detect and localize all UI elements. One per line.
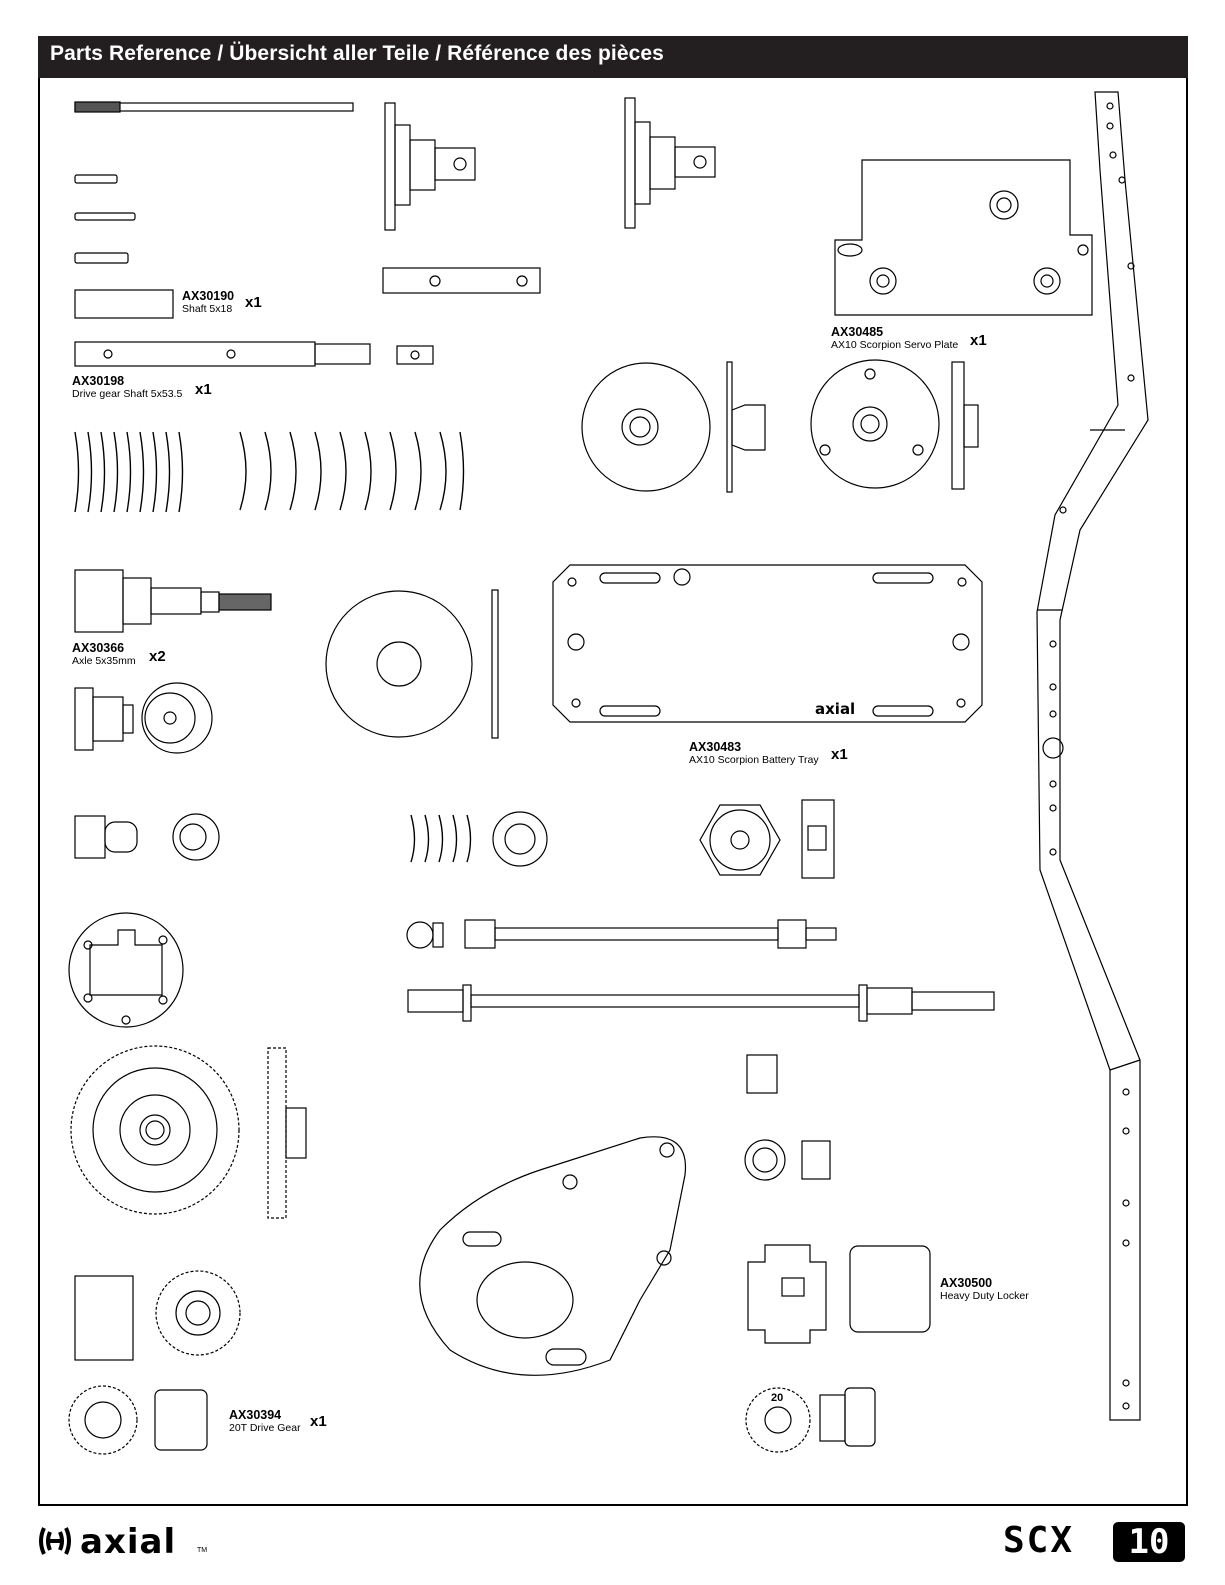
locker-drawing (748, 1245, 930, 1343)
drive-gear-20t-drawing (69, 1386, 207, 1454)
battery-tray-logo: axial (815, 700, 855, 718)
part-description: Shaft 5x18 (182, 304, 234, 316)
motor-plate-drawing (420, 1137, 686, 1376)
spring-drawing-1 (75, 432, 183, 512)
part-qty: x1 (245, 294, 262, 311)
outdrive-cup-drawing (75, 816, 137, 858)
drive-gear-shaft-drawing (75, 342, 370, 366)
pin-drawing (75, 253, 128, 263)
part-number: AX30366 (72, 642, 136, 656)
part-label-ax30198: AX30198 Drive gear Shaft 5x53.5 (72, 375, 182, 400)
outdrive-drawing-1 (385, 103, 475, 230)
bushing-drawing (493, 812, 547, 866)
spool-side-drawing (802, 800, 834, 878)
driveshaft-drawing-1 (407, 920, 836, 948)
footer-brand: axial (80, 1522, 176, 1562)
part-description: 20T Drive Gear (229, 1423, 301, 1435)
pinion-20-drawing (746, 1388, 875, 1452)
part-description: AX10 Scorpion Servo Plate (831, 340, 958, 352)
outdrive-drawing-2 (625, 98, 715, 228)
part-description: Axle 5x35mm (72, 656, 136, 668)
trademark: TM (197, 1547, 207, 1554)
threaded-shaft-drawing (75, 102, 353, 112)
diff-cup-drawing (75, 688, 133, 750)
model-number: 10 (1129, 1522, 1170, 1562)
part-label-ax30483: AX30483 AX10 Scorpion Battery Tray (689, 741, 819, 766)
part-qty: x1 (831, 746, 848, 763)
part-description: Heavy Duty Locker (940, 1291, 1029, 1303)
driveshaft-drawing-2 (408, 985, 994, 1021)
model-prefix: SCX (1003, 1520, 1074, 1561)
small-block-drawing (397, 346, 433, 364)
pin-drawing (75, 175, 117, 183)
hex-spool-drawing (700, 805, 780, 875)
washer-drawing (326, 591, 472, 737)
part-number: AX30190 (182, 290, 234, 304)
shaft-5x18-drawing (75, 290, 173, 318)
part-number: AX30483 (689, 741, 819, 755)
part-label-ax30190: AX30190 Shaft 5x18 (182, 290, 234, 315)
battery-tray-drawing (553, 565, 982, 722)
sleeve-drawing (802, 1141, 830, 1179)
part-qty: x2 (149, 648, 166, 665)
part-description: AX10 Scorpion Battery Tray (689, 755, 819, 767)
servo-plate-drawing (835, 160, 1092, 315)
ring-gear-side-drawing (268, 1048, 306, 1218)
model-number-badge: 10 (1113, 1522, 1185, 1562)
part-label-ax30394: AX30394 20T Drive Gear (229, 1409, 301, 1434)
bevel-gear-drawing (75, 1271, 240, 1360)
axle-drawing (75, 570, 271, 632)
slipper-plate-drawing (811, 360, 978, 489)
part-qty: x1 (310, 1413, 327, 1430)
axial-logo-icon (36, 1522, 74, 1560)
part-label-ax30366: AX30366 Axle 5x35mm (72, 642, 136, 667)
part-description: Drive gear Shaft 5x53.5 (72, 389, 182, 401)
part-label-ax30485: AX30485 AX10 Scorpion Servo Plate (831, 326, 958, 351)
ring-gear-drawing (71, 1046, 239, 1214)
part-label-ax30500: AX30500 Heavy Duty Locker (940, 1277, 1029, 1302)
part-number: AX30485 (831, 326, 958, 340)
part-number: AX30198 (72, 375, 182, 389)
gasket-drawing (69, 913, 183, 1027)
spring-drawing-2 (240, 432, 464, 510)
pin-drawing (75, 213, 135, 220)
gear-tooth-label: 20 (771, 1392, 783, 1404)
part-number: AX30500 (940, 1277, 1029, 1291)
flange-bushing-drawing (747, 1055, 777, 1093)
part-number: AX30394 (229, 1409, 301, 1423)
thin-shim-drawing (492, 590, 498, 738)
part-qty: x1 (970, 332, 987, 349)
small-spring-drawing (411, 815, 471, 862)
bearing-drawing (745, 1140, 785, 1180)
slipper-disc-drawing (582, 362, 765, 492)
part-qty: x1 (195, 381, 212, 398)
